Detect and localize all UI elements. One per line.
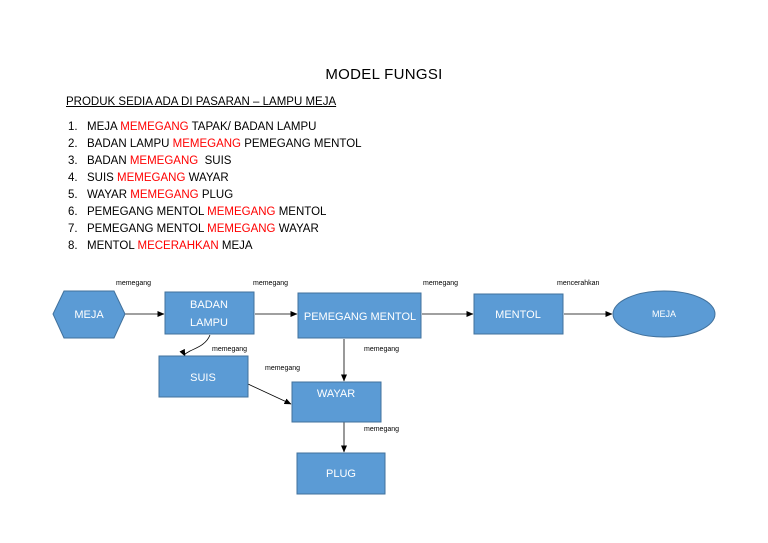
edge-badan-lampu-to-suis: memegang	[179, 334, 247, 357]
list-item: 3. BADAN MEMEGANG SUIS	[68, 153, 362, 170]
list-item-number: 7.	[68, 223, 78, 235]
list-item: 1. MEJA MEMEGANG TAPAK/ BADAN LAMPU	[68, 119, 362, 136]
list-item-object: TAPAK/ BADAN LAMPU	[191, 121, 317, 133]
node-wayar: WAYAR	[291, 381, 382, 423]
edge-meja-to-badan-lampu: memegang	[116, 280, 165, 317]
edge-label: memegang	[364, 346, 399, 353]
node-shape	[291, 381, 382, 423]
list-item-subject: MEJA	[87, 121, 118, 133]
list-item-verb: MECERAHKAN	[137, 240, 219, 252]
list-item-verb: MEMEGANG	[207, 223, 276, 235]
list-item-object: PLUG	[201, 189, 234, 201]
node-suis: SUIS	[158, 355, 249, 398]
edge-badan-lampu-to-pemegang-mentol: memegang	[253, 280, 298, 317]
list-item-verb: MEMEGANG	[117, 172, 186, 184]
edge-pemegang-mentol-to-mentol: memegang	[422, 280, 474, 317]
edge-label: memegang	[265, 365, 300, 372]
node-badan-lampu: BADAN LAMPU	[164, 291, 255, 335]
list-item: 6. PEMEGANG MENTOL MEMEGANG MENTOL	[68, 204, 362, 221]
list-item-verb: MEMEGANG	[130, 189, 199, 201]
function-list: 1. MEJA MEMEGANG TAPAK/ BADAN LAMPU 2. BAD…	[68, 119, 362, 255]
node-label: WAYAR	[317, 388, 355, 400]
edge-label: memegang	[253, 280, 288, 287]
node-shape	[296, 452, 386, 495]
edge-line	[247, 383, 292, 405]
list-item-number: 2.	[68, 138, 78, 150]
list-item-verb: MEMEGANG	[207, 206, 276, 218]
node-pemegang-mentol: PEMEGANG MENTOL	[297, 292, 422, 339]
list-item-verb: MEMEGANG	[120, 121, 189, 133]
list-item-subject: MENTOL	[87, 240, 135, 252]
node-plug: PLUG	[296, 452, 386, 495]
list-item-number: 6.	[68, 206, 78, 218]
node-label: SUIS	[190, 372, 216, 384]
edge-suis-to-wayar: memegang	[247, 365, 300, 405]
list-item-object: WAYAR	[278, 223, 319, 235]
node-mentol: MENTOL	[473, 293, 564, 335]
edge-label: mencerahkan	[557, 280, 600, 287]
node-shape	[297, 292, 422, 339]
list-item-object: PEMEGANG MENTOL	[244, 138, 362, 150]
list-item-number: 4.	[68, 172, 78, 184]
edge-label: memegang	[423, 280, 458, 287]
node-label: PEMEGANG MENTOL	[304, 311, 416, 323]
node-label-line2: LAMPU	[190, 317, 228, 329]
edge-label: memegang	[116, 280, 151, 287]
list-item-subject: BADAN LAMPU	[87, 138, 170, 150]
node-shape	[158, 355, 249, 398]
node-meja-ellipse: MEJA	[612, 290, 716, 338]
edge-label: memegang	[212, 346, 247, 353]
list-item-subject: BADAN	[87, 155, 127, 167]
node-label: MENTOL	[495, 309, 541, 321]
page-subtitle: PRODUK SEDIA ADA DI PASARAN – LAMPU MEJA	[66, 96, 337, 108]
list-item-object: MEJA	[221, 240, 253, 252]
list-item: 5. WAYAR MEMEGANG PLUG	[68, 187, 362, 204]
node-label-line1: BADAN	[190, 299, 228, 311]
list-item: 7. PEMEGANG MENTOL MEMEGANG WAYAR	[68, 221, 362, 238]
list-item-verb: MEMEGANG	[172, 138, 242, 150]
ellipse-shape	[612, 290, 716, 338]
edge-line	[179, 334, 211, 357]
list-item-object: MENTOL	[278, 206, 327, 218]
list-item-number: 3.	[68, 155, 78, 167]
list-item-subject: PEMEGANG MENTOL	[87, 206, 204, 218]
edge-wayar-to-plug: memegang	[341, 422, 399, 453]
list-item-subject: SUIS	[87, 172, 114, 184]
node-meja-hexagon: MEJA	[52, 290, 126, 339]
node-label: MEJA	[74, 309, 104, 321]
node-label: PLUG	[326, 468, 356, 480]
node-shape	[164, 291, 255, 335]
node-label: MEJA	[652, 309, 676, 319]
list-item-subject: PEMEGANG MENTOL	[87, 223, 204, 235]
edge-pemegang-mentol-to-wayar: memegang	[341, 339, 399, 382]
list-item-number: 8.	[68, 240, 78, 252]
list-item-number: 1.	[68, 121, 78, 133]
list-item: 2. BADAN LAMPU MEMEGANG PEMEGANG MENTOL	[68, 136, 362, 153]
hexagon-shape	[52, 290, 126, 339]
list-item-number: 5.	[68, 189, 78, 201]
edge-mentol-to-meja: mencerahkan	[557, 280, 613, 317]
list-item: 4. SUIS MEMEGANG WAYAR	[68, 170, 362, 187]
edge-label: memegang	[364, 426, 399, 433]
list-item: 8. MENTOL MECERAHKAN MEJA	[68, 238, 362, 255]
list-item-verb: MEMEGANG	[129, 155, 199, 167]
list-item-object: WAYAR	[188, 172, 229, 184]
page-title: MODEL FUNGSI	[325, 66, 443, 83]
list-item-subject: WAYAR	[87, 189, 128, 201]
list-item-object: SUIS	[201, 155, 232, 167]
node-shape	[473, 293, 564, 335]
